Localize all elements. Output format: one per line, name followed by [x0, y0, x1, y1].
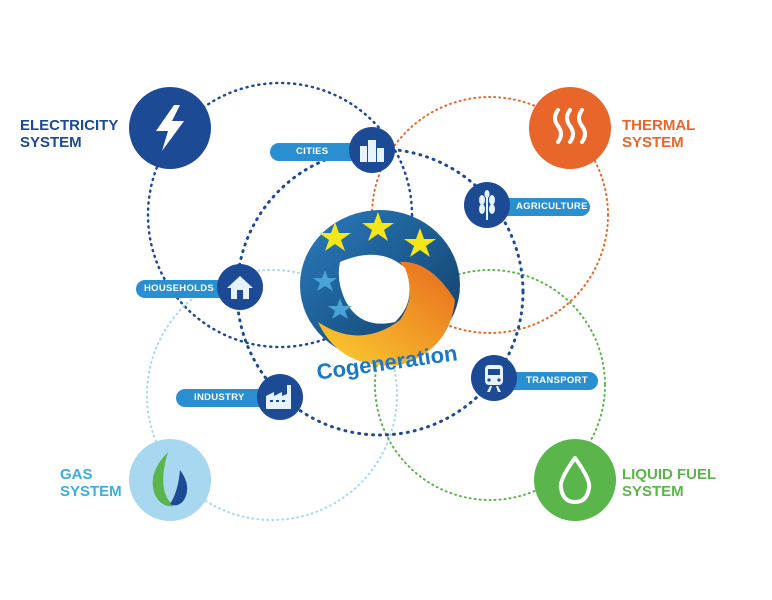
liquid-ring: [374, 269, 606, 501]
electricity-ring: [146, 81, 414, 349]
city-buildings-icon: [349, 127, 395, 173]
transport-label: TRANSPORT: [498, 372, 598, 390]
train-icon: [471, 355, 517, 401]
gas-ring: [146, 269, 398, 521]
wheat-icon: [464, 182, 510, 228]
factory-icon: [257, 374, 303, 420]
cities-label: CITIES: [270, 143, 360, 161]
heat-waves-icon: [529, 87, 611, 169]
flame-icon: [129, 439, 211, 521]
droplet-icon: [534, 439, 616, 521]
agriculture-label: AGRICULTURE: [490, 198, 590, 216]
industry-label: INDUSTRY: [176, 389, 276, 407]
households-label: HOUSEHOLDS: [136, 280, 236, 298]
cogeneration-logo: [300, 210, 460, 366]
lightning-icon: [129, 87, 211, 169]
house-icon: [217, 264, 263, 310]
